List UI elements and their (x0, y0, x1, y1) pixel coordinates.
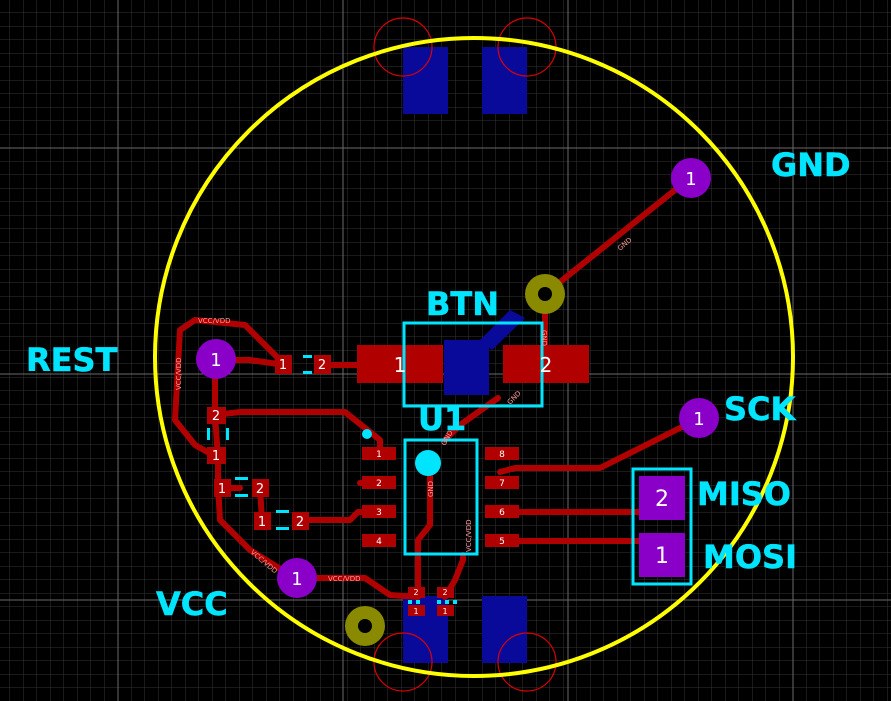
u1-pad-1[interactable] (362, 447, 396, 460)
r2-pad-1[interactable] (207, 447, 226, 464)
bottom-pad-top-left[interactable] (403, 47, 448, 114)
c2-pad-1[interactable] (437, 605, 454, 616)
r4-pad1-number: 1 (258, 515, 266, 530)
vias (345, 274, 565, 646)
mosi-pad[interactable] (639, 533, 685, 577)
net-vcc-left: VCC/VDD (175, 358, 183, 391)
label-sck: SCK (724, 390, 797, 428)
r2-pad1-number: 1 (212, 449, 220, 464)
u1-pad-5[interactable] (485, 534, 519, 547)
r3-pad-2[interactable] (252, 479, 269, 497)
r3-pad1-number: 1 (218, 482, 226, 497)
th-vcc-number: 1 (291, 569, 302, 590)
u1-pin1-dot-icon (415, 450, 441, 476)
vcc-pad[interactable] (277, 558, 317, 598)
th-pads (196, 158, 719, 598)
bottom-pad-top-right[interactable] (482, 47, 527, 114)
bottom-copper (403, 47, 527, 663)
c2-pad-2[interactable] (437, 587, 454, 598)
rest-pad[interactable] (196, 339, 236, 379)
btn-pad1-number: 1 (394, 353, 407, 377)
top-copper-pads (207, 345, 589, 616)
u1-pin7-number: 7 (499, 479, 505, 489)
label-gnd: GND (771, 146, 851, 184)
label-miso: MISO (697, 475, 791, 513)
header-outline (631, 467, 693, 586)
silkscreen-labels: GND REST VCC SCK MISO MOSI BTN U1 (26, 146, 851, 624)
c1-pad-2[interactable] (408, 587, 425, 598)
pad-numbers: 1 1 1 1 2 1 1 2 1 2 3 4 8 7 6 5 1 2 2 1 … (210, 169, 704, 616)
u1-pad-6[interactable] (485, 505, 519, 518)
sck-pad[interactable] (679, 398, 719, 438)
u1-pin8-number: 8 (499, 450, 505, 460)
label-vcc: VCC (156, 585, 228, 623)
net-vcc-u1: VCC/VDD (465, 520, 473, 553)
btn-pad2-number: 2 (540, 353, 553, 377)
th-sck-number: 1 (693, 409, 704, 430)
r2-pad-2[interactable] (207, 407, 226, 424)
r4-pad-1[interactable] (254, 512, 271, 530)
board-outline (153, 36, 795, 678)
th-gnd-number: 1 (685, 169, 696, 190)
r3-pad-1[interactable] (214, 479, 231, 497)
r3-pad2-number: 2 (256, 482, 264, 497)
u1-pin5-number: 5 (499, 537, 505, 547)
label-u1: U1 (418, 400, 466, 438)
gnd-pad[interactable] (671, 158, 711, 198)
r4-pad-2[interactable] (292, 512, 309, 530)
u1-pin1-marker-icon (362, 429, 372, 439)
net-vcc-top: VCC/VDD (198, 317, 231, 325)
r4-pad2-number: 2 (296, 515, 304, 530)
c2-pad2-number: 2 (442, 588, 447, 597)
label-btn: BTN (426, 285, 499, 323)
c1-pad1-number: 1 (413, 607, 418, 616)
r1-pad2-number: 2 (318, 358, 326, 373)
u1-outline (403, 438, 479, 556)
th-rest-number: 1 (210, 350, 221, 371)
silkscreen-marks (207, 355, 457, 604)
label-mosi: MOSI (703, 538, 797, 576)
u1-pin3-number: 3 (376, 508, 382, 518)
u1-pin4-number: 4 (376, 537, 382, 547)
u1-pad-2[interactable] (362, 476, 396, 489)
r1-pad-1[interactable] (275, 355, 292, 374)
c1-pad-1[interactable] (408, 605, 425, 616)
u1-pad-8[interactable] (485, 447, 519, 460)
u1-pin2-number: 2 (376, 479, 382, 489)
label-rest: REST (26, 341, 118, 379)
bottom-btn-pad[interactable] (444, 340, 489, 395)
c2-pad1-number: 1 (442, 607, 447, 616)
top-copper-traces (172, 175, 703, 600)
r2-pad2-number: 2 (212, 409, 220, 424)
u1-pad-4[interactable] (362, 534, 396, 547)
th-miso-number: 2 (655, 487, 669, 512)
silkscreen-outlines (402, 321, 693, 586)
u1-pad-7[interactable] (485, 476, 519, 489)
net-gnd-via: GND (540, 330, 548, 346)
u1-pin1-number: 1 (376, 450, 382, 460)
th-mosi-number: 1 (655, 544, 669, 569)
u1-pin6-number: 6 (499, 508, 505, 518)
btn-pad-1[interactable] (357, 345, 443, 383)
r1-pad-2[interactable] (314, 355, 331, 374)
bottom-pad-bottom-right[interactable] (482, 596, 527, 663)
u1-pad-3[interactable] (362, 505, 396, 518)
btn-pad-2[interactable] (503, 345, 589, 383)
r1-pad1-number: 1 (279, 358, 287, 373)
btn-outline (402, 321, 544, 408)
net-gnd-u1: GND (427, 481, 435, 497)
net-vcc-bottom: VCC/VDD (328, 575, 361, 583)
miso-pad[interactable] (639, 476, 685, 520)
c1-pad2-number: 2 (413, 588, 418, 597)
